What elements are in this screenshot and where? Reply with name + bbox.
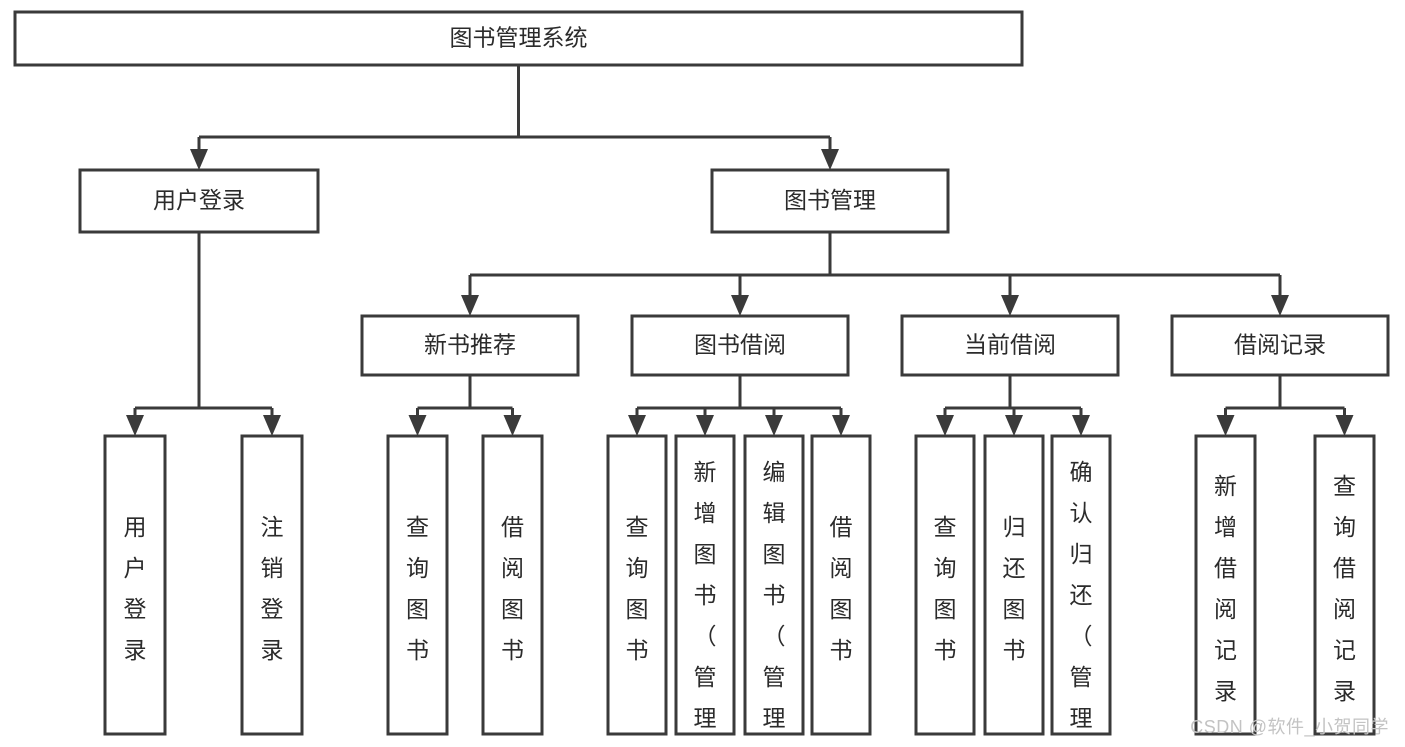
node-box [914, 434, 976, 736]
arrow-head-icon [190, 149, 208, 170]
node-box [630, 314, 850, 377]
node-label: 用户登录 [124, 514, 147, 663]
node-label: 查询图书 [934, 514, 957, 663]
node-label: 编辑图书（管理员） [763, 459, 786, 747]
node-leaf-归还图书[interactable]: 归还图书 [983, 434, 1045, 736]
node-leaf-借阅图书[interactable]: 借阅图书 [810, 434, 872, 736]
node-box [1170, 314, 1390, 377]
node-leaf-注销登录[interactable]: 注销登录 [240, 434, 304, 736]
node-box [710, 168, 950, 234]
arrow-head-icon [461, 295, 479, 316]
arrow-head-icon [1216, 415, 1235, 436]
node-leaf-查询图书[interactable]: 查询图书 [386, 434, 449, 736]
arrow-head-icon [821, 149, 839, 170]
node-l2-图书管理[interactable]: 图书管理 [710, 168, 950, 234]
node-box [103, 434, 167, 736]
node-label: 新书推荐 [424, 332, 516, 358]
node-leaf-编辑图书管理员[interactable]: 编辑图书（管理员） [743, 434, 805, 747]
arrow-head-icon [1005, 415, 1023, 436]
node-layer: 图书管理系统用户登录图书管理新书推荐图书借阅当前借阅借阅记录用户登录注销登录查询… [13, 10, 1390, 747]
arrow-head-icon [1271, 295, 1289, 316]
connector-layer [126, 65, 1354, 436]
node-box [983, 434, 1045, 736]
node-label: 借阅图书 [830, 514, 853, 663]
node-leaf-查询借阅记录[interactable]: 查询借阅记录 [1313, 434, 1376, 736]
node-label: 查询图书 [406, 514, 429, 663]
node-box [606, 434, 668, 736]
node-label: 注销登录 [261, 514, 284, 663]
node-label: 借阅记录 [1234, 332, 1326, 358]
node-leaf-查询图书[interactable]: 查询图书 [914, 434, 976, 736]
node-box [674, 434, 736, 736]
node-label: 图书管理系统 [450, 25, 588, 51]
node-l3-当前借阅[interactable]: 当前借阅 [900, 314, 1120, 377]
node-label: 用户登录 [153, 187, 245, 213]
node-box [481, 434, 544, 736]
arrow-head-icon [1335, 415, 1354, 436]
node-box [1194, 434, 1257, 736]
node-box [386, 434, 449, 736]
arrow-head-icon [408, 415, 427, 436]
arrow-head-icon [126, 415, 144, 436]
arrow-head-icon [765, 415, 783, 436]
node-label: 查询图书 [626, 514, 649, 663]
arrow-head-icon [936, 415, 954, 436]
node-l2-用户登录[interactable]: 用户登录 [78, 168, 320, 234]
node-box [900, 314, 1120, 377]
node-label: 新增借阅记录 [1214, 473, 1237, 704]
arrow-head-icon [1001, 295, 1019, 316]
node-leaf-新增图书管理员[interactable]: 新增图书（管理员） [674, 434, 736, 747]
node-leaf-新增借阅记录[interactable]: 新增借阅记录 [1194, 434, 1257, 736]
node-root-图书管理系统[interactable]: 图书管理系统 [13, 10, 1024, 67]
node-box [240, 434, 304, 736]
node-label: 图书借阅 [694, 332, 786, 358]
node-leaf-确认归还管理员[interactable]: 确认归还（管理员） [1050, 434, 1112, 747]
node-box [78, 168, 320, 234]
arrow-head-icon [503, 415, 522, 436]
arrow-head-icon [696, 415, 714, 436]
arrow-head-icon [731, 295, 749, 316]
node-box [1050, 434, 1112, 736]
node-label: 确认归还（管理员） [1070, 459, 1093, 747]
node-box [810, 434, 872, 736]
node-leaf-查询图书[interactable]: 查询图书 [606, 434, 668, 736]
arrow-head-icon [263, 415, 281, 436]
node-leaf-借阅图书[interactable]: 借阅图书 [481, 434, 544, 736]
node-l3-新书推荐[interactable]: 新书推荐 [360, 314, 580, 377]
csdn-watermark: CSDN @软件_小贺同学 [1190, 717, 1389, 737]
node-l3-图书借阅[interactable]: 图书借阅 [630, 314, 850, 377]
node-l3-借阅记录[interactable]: 借阅记录 [1170, 314, 1390, 377]
arrow-head-icon [1072, 415, 1090, 436]
node-label: 归还图书 [1003, 514, 1026, 663]
node-label: 当前借阅 [964, 332, 1056, 358]
arrow-head-icon [628, 415, 646, 436]
node-label: 借阅图书 [501, 514, 524, 663]
node-label: 图书管理 [784, 187, 876, 213]
node-label: 新增图书（管理员） [694, 459, 717, 747]
node-label: 查询借阅记录 [1333, 473, 1356, 704]
node-box [13, 10, 1024, 67]
node-box [743, 434, 805, 736]
node-box [1313, 434, 1376, 736]
node-leaf-用户登录[interactable]: 用户登录 [103, 434, 167, 736]
arrow-head-icon [832, 415, 850, 436]
node-box [360, 314, 580, 377]
